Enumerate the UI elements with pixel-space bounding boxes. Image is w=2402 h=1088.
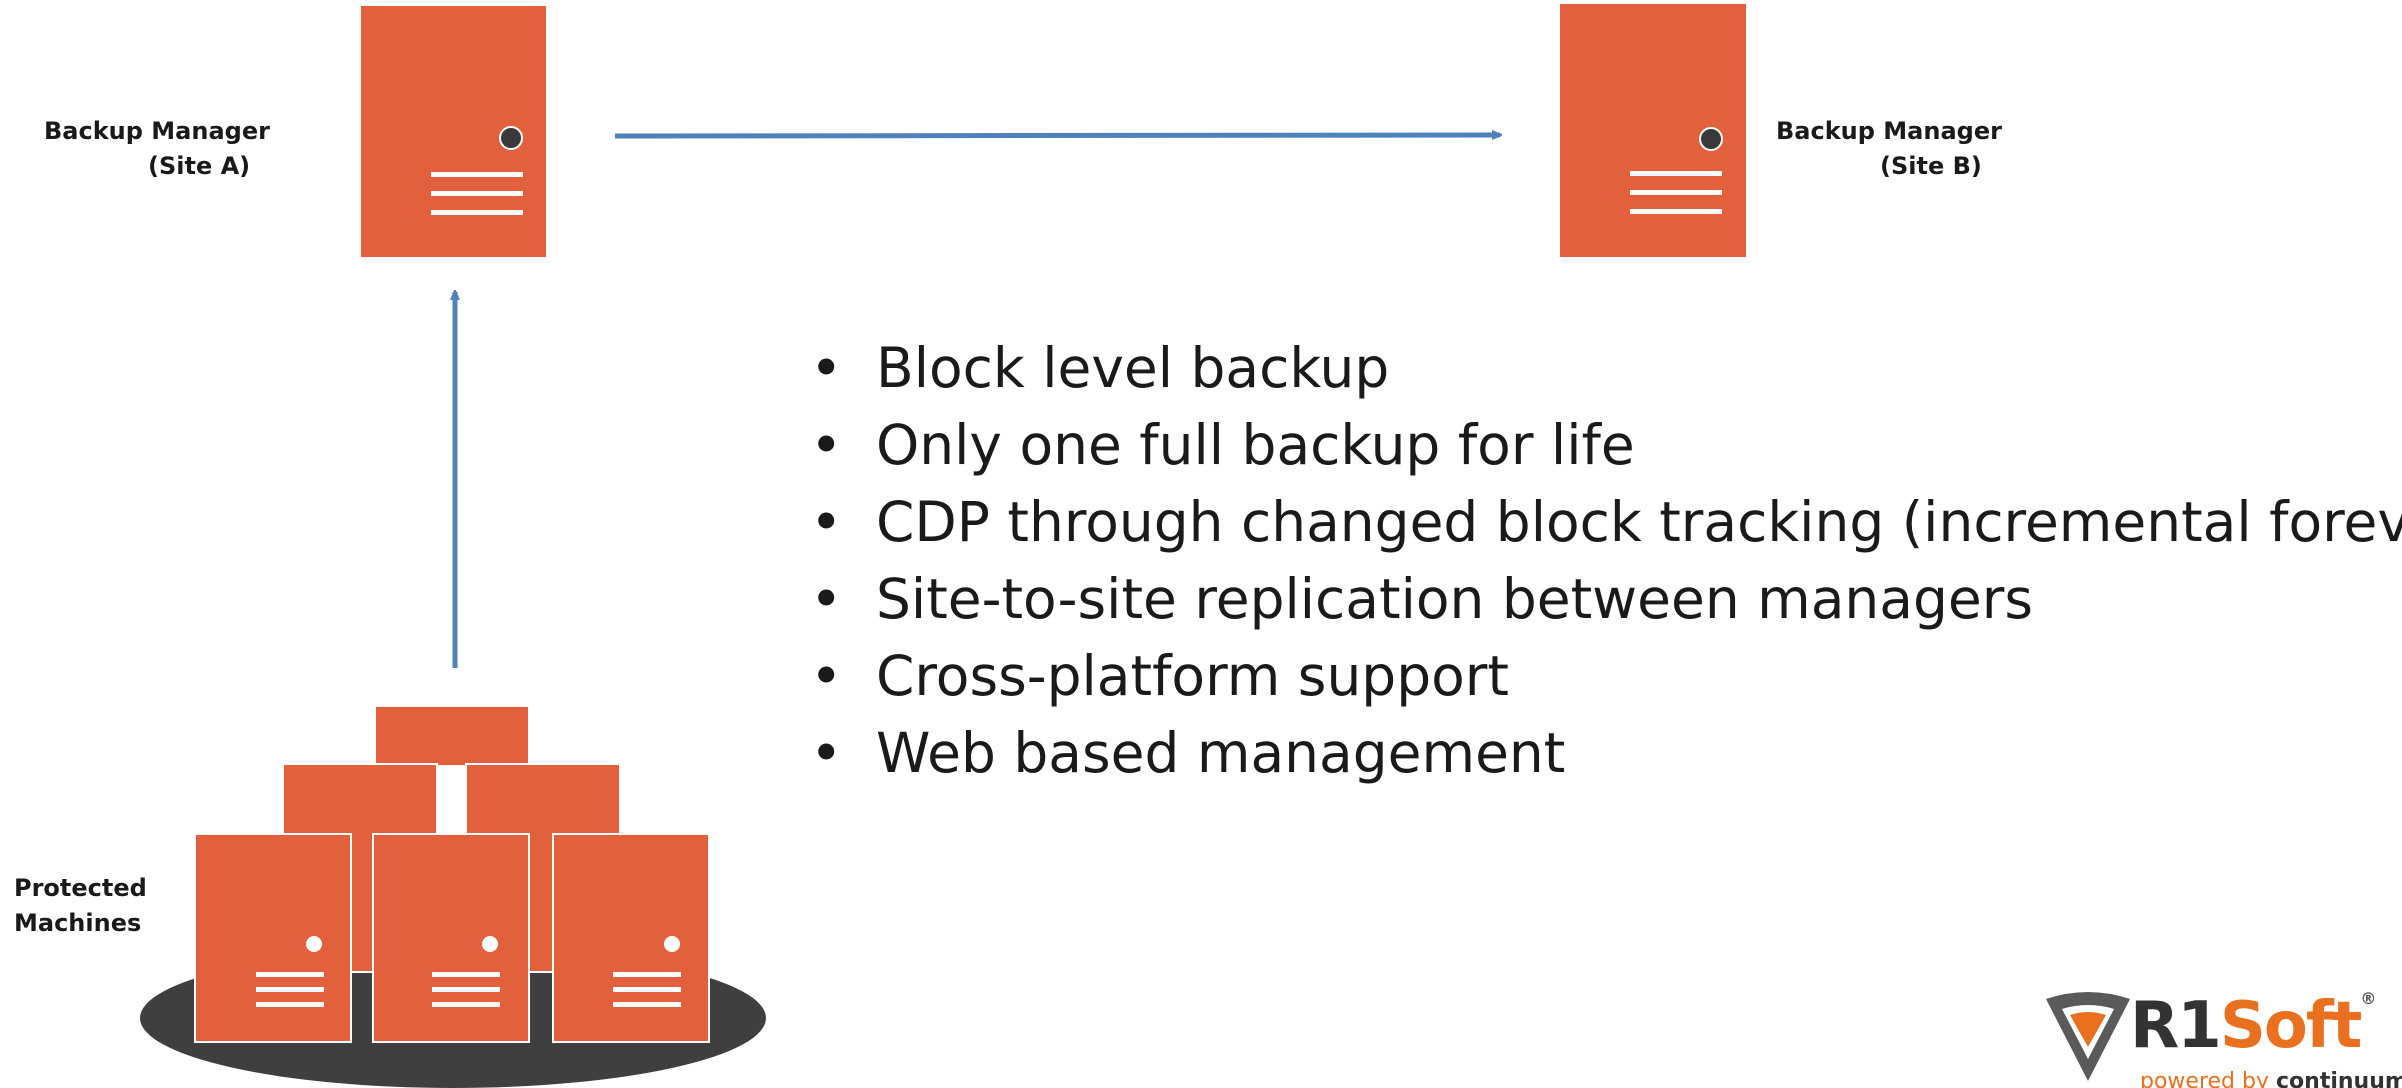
server-slot bbox=[431, 210, 523, 215]
logo-wordmark: R1Soft® bbox=[2130, 989, 2376, 1063]
machine-slot bbox=[256, 1002, 324, 1007]
server-slot bbox=[1630, 171, 1722, 176]
backup-manager-site-a-label: Backup Manager (Site A) bbox=[44, 114, 270, 184]
bullet-icon: • bbox=[810, 644, 843, 708]
logo-text-r1: R1 bbox=[2130, 989, 2222, 1063]
bullet-icon: • bbox=[810, 336, 843, 400]
bullet-icon: • bbox=[810, 721, 843, 785]
machine-slot bbox=[256, 987, 324, 992]
server-slot bbox=[431, 172, 523, 177]
tagline-brand: continuum bbox=[2276, 1069, 2402, 1088]
machine-led-icon bbox=[306, 936, 322, 952]
shield-icon bbox=[2046, 992, 2130, 1081]
machine-icon bbox=[374, 705, 530, 767]
label-line: (Site A) bbox=[148, 152, 251, 180]
server-site-a-icon bbox=[361, 6, 546, 257]
protected-machines-label: Protected Machines bbox=[14, 871, 147, 941]
list-item-text: Web based management bbox=[876, 721, 1566, 785]
label-line: Backup Manager bbox=[1776, 117, 2002, 145]
list-item: • Only one full backup for life bbox=[810, 407, 2402, 484]
r1soft-logo: R1Soft® powered by continuum bbox=[2040, 985, 2402, 1088]
server-site-b-icon bbox=[1560, 4, 1746, 257]
server-slot bbox=[1630, 190, 1722, 195]
label-line: Machines bbox=[14, 909, 142, 937]
label-line: Backup Manager bbox=[44, 117, 270, 145]
backup-manager-site-b-label: Backup Manager (Site B) bbox=[1776, 114, 2002, 184]
label-line: (Site B) bbox=[1880, 152, 1982, 180]
server-led-icon bbox=[1699, 127, 1723, 151]
list-item-text: Cross-platform support bbox=[876, 644, 1509, 708]
machine-slot bbox=[613, 987, 681, 992]
list-item-text: CDP through changed block tracking (incr… bbox=[876, 490, 2402, 554]
logo-text-soft: Soft bbox=[2219, 989, 2362, 1063]
machine-icon bbox=[194, 833, 352, 1043]
bullet-icon: • bbox=[810, 490, 843, 554]
list-item-text: Only one full backup for life bbox=[876, 413, 1635, 477]
list-item: • Block level backup bbox=[810, 330, 2402, 407]
bullet-icon: • bbox=[810, 413, 843, 477]
machine-led-icon bbox=[664, 936, 680, 952]
tagline-prefix: powered by bbox=[2140, 1069, 2276, 1088]
list-item-text: Block level backup bbox=[876, 336, 1390, 400]
machine-slot bbox=[432, 987, 500, 992]
machine-led-icon bbox=[482, 936, 498, 952]
label-line: Protected bbox=[14, 874, 147, 902]
list-item: • Cross-platform support bbox=[810, 638, 2402, 715]
list-item: • CDP through changed block tracking (inc… bbox=[810, 484, 2402, 561]
machine-slot bbox=[256, 972, 324, 977]
machine-icon bbox=[372, 833, 530, 1043]
list-item: • Web based management bbox=[810, 715, 2402, 792]
list-item-text: Site-to-site replication between manager… bbox=[876, 567, 2034, 631]
server-led-icon bbox=[499, 126, 523, 150]
machine-slot bbox=[432, 972, 500, 977]
bullet-icon: • bbox=[810, 567, 843, 631]
server-slot bbox=[1630, 209, 1722, 214]
machine-slot bbox=[613, 972, 681, 977]
machine-icon bbox=[552, 833, 710, 1043]
feature-list: • Block level backup • Only one full backu… bbox=[810, 330, 2402, 792]
replication-arrow bbox=[614, 135, 1500, 136]
machine-slot bbox=[432, 1002, 500, 1007]
registered-mark: ® bbox=[2360, 989, 2376, 1008]
list-item: • Site-to-site replication between manage… bbox=[810, 561, 2402, 638]
logo-tagline: powered by continuum bbox=[2140, 1069, 2402, 1088]
machine-slot bbox=[613, 1002, 681, 1007]
server-slot bbox=[431, 191, 523, 196]
